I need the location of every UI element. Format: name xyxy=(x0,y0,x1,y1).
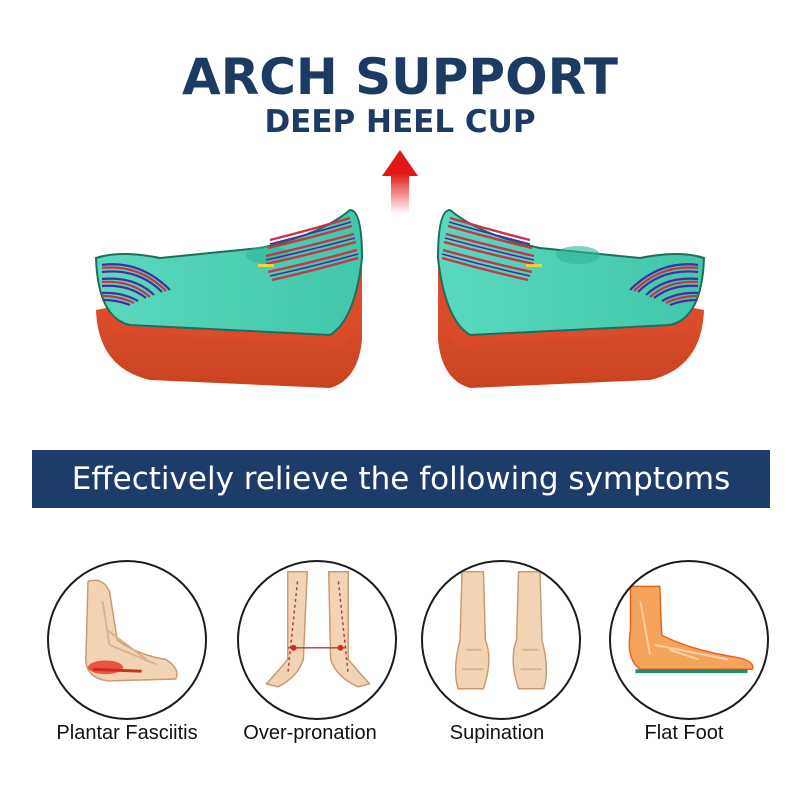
over-pronation-legs-icon xyxy=(237,560,397,720)
plantar-fasciitis-foot-icon xyxy=(47,560,207,720)
symptoms-banner: Effectively relieve the following sympto… xyxy=(32,450,770,508)
symptom-label-plantar-fasciitis: Plantar Fasciitis xyxy=(56,722,198,744)
insole-product-image xyxy=(94,150,706,388)
up-arrow-icon xyxy=(382,150,418,214)
right-insole xyxy=(436,208,706,388)
headline-subtitle: DEEP HEEL CUP xyxy=(264,104,536,140)
symptom-label-supination: Supination xyxy=(449,722,545,744)
symptom-label-flat-foot: Flat Foot xyxy=(644,722,724,744)
supination-feet-icon xyxy=(421,560,581,720)
headline-title: ARCH SUPPORT xyxy=(182,48,618,106)
flat-foot-icon xyxy=(609,560,769,720)
symptom-label-over-pronation: Over-pronation xyxy=(243,722,377,744)
left-insole xyxy=(94,208,364,388)
